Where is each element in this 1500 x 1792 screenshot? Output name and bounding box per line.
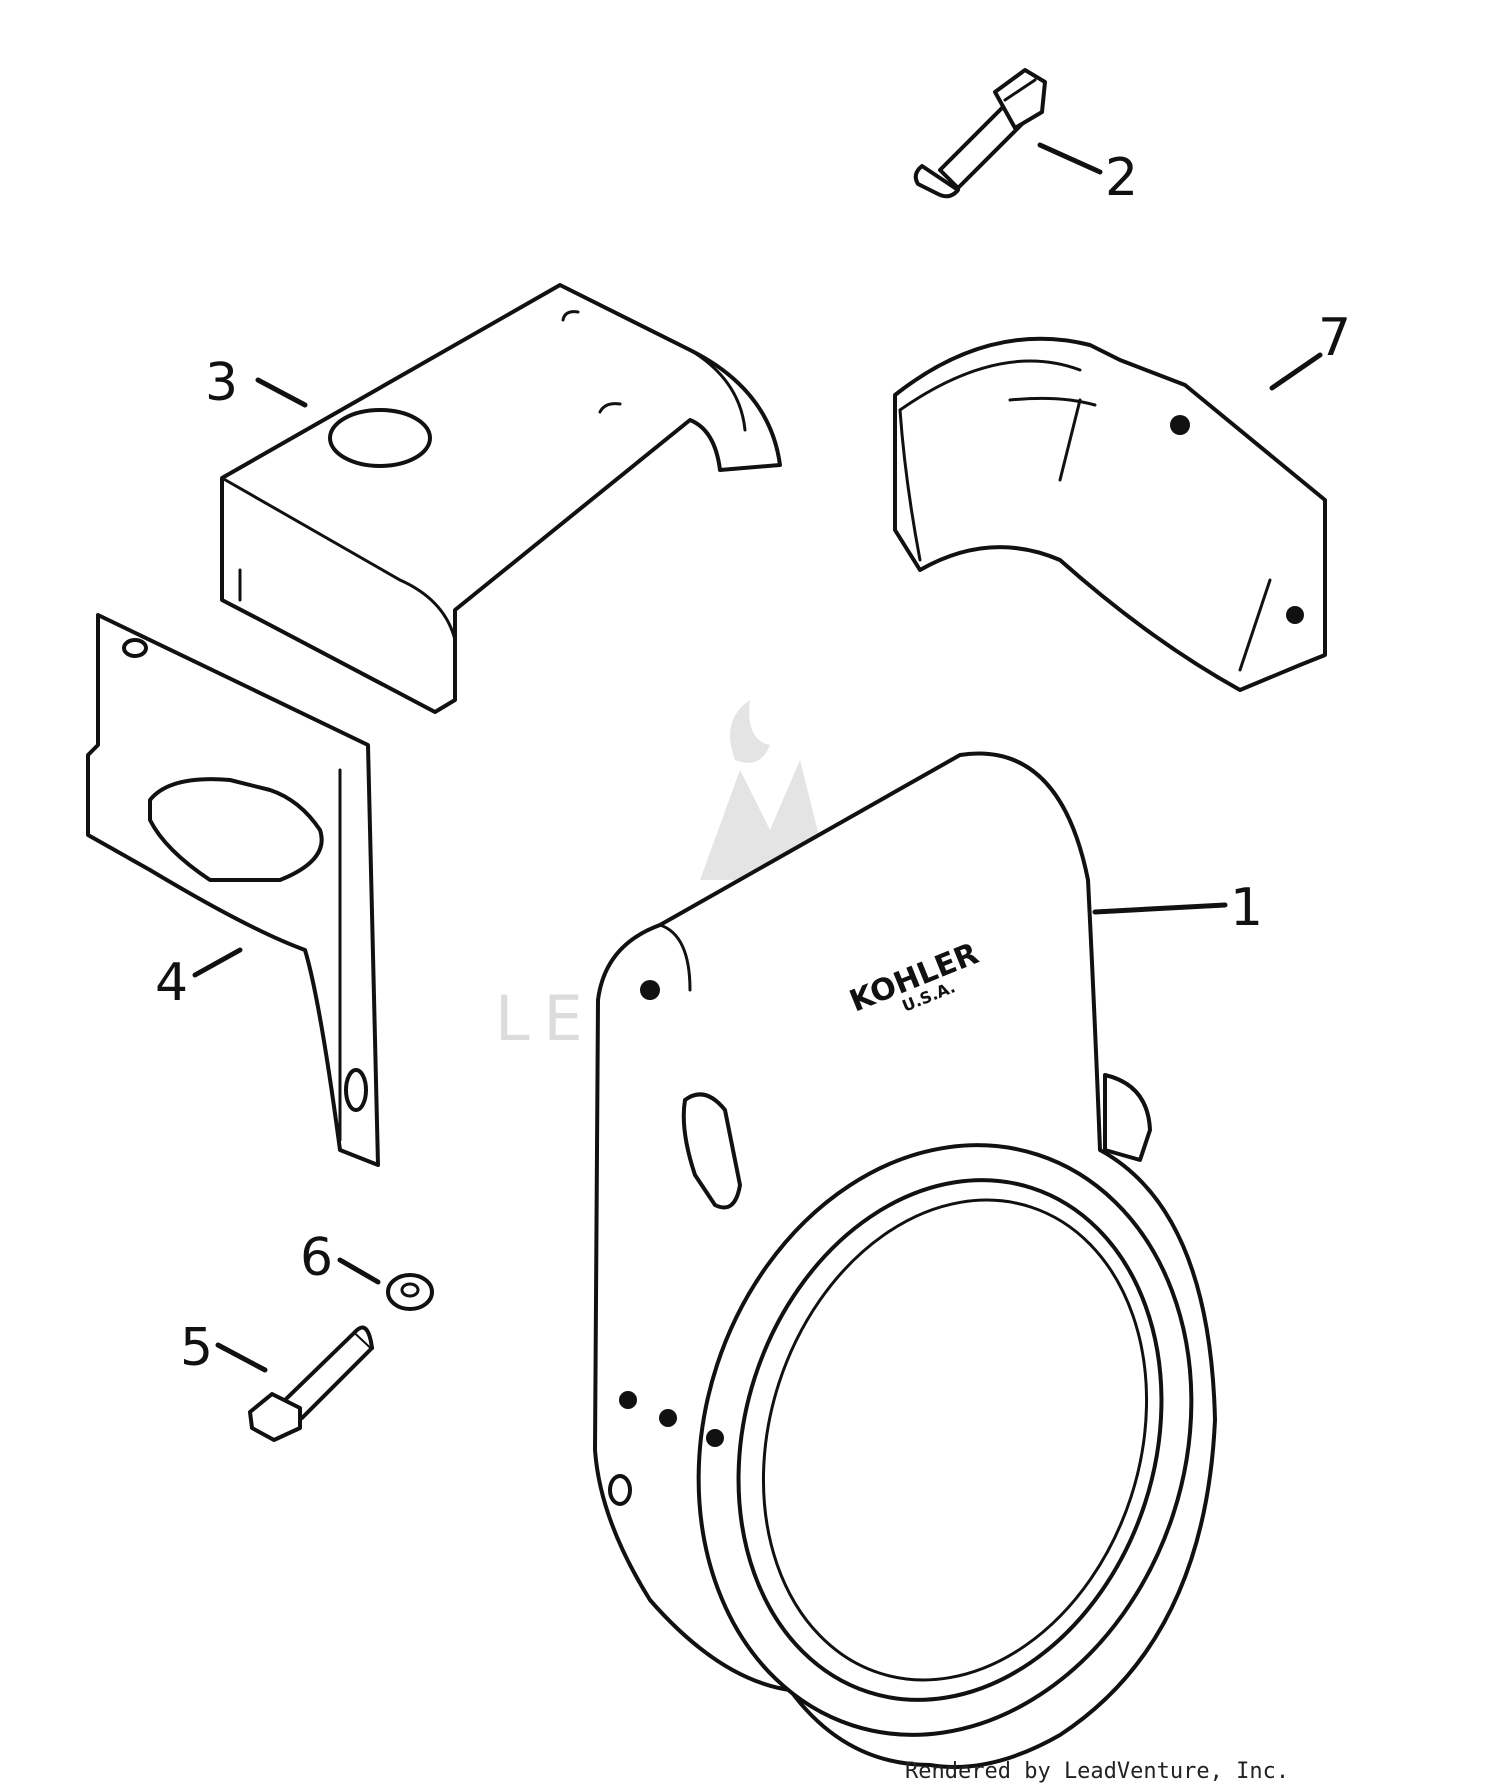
leader-line-6 [337,1257,381,1285]
leader-line-2 [1037,142,1103,175]
leader-line-5 [215,1342,268,1373]
callouts: 1 2 3 4 5 6 7 [155,148,1351,1378]
part-7-shroud [893,336,1327,692]
callout-5: 5 [180,1318,213,1378]
part-5-bolt [248,1325,374,1442]
callout-6: 6 [300,1228,333,1288]
callout-2: 2 [1105,148,1138,208]
leader-line-7 [1269,352,1323,391]
part-4-bracket [86,613,380,1167]
leader-lines [192,142,1323,1373]
part-1-housing: KOHLER U.S.A. [593,751,1217,1769]
part-2-screw [913,68,1047,199]
callout-3: 3 [205,353,238,413]
watermark-logo-icon [700,700,830,880]
credit-text: Rendered by LeadVenture, Inc. [905,1759,1289,1784]
leader-line-3 [255,377,308,408]
part-3-cover [220,283,782,714]
callout-4: 4 [155,953,188,1013]
leader-line-1 [1092,902,1228,915]
part-6-washer [386,1273,434,1311]
callout-7: 7 [1318,308,1351,368]
leader-line-4 [192,947,243,978]
callout-1: 1 [1230,878,1263,938]
